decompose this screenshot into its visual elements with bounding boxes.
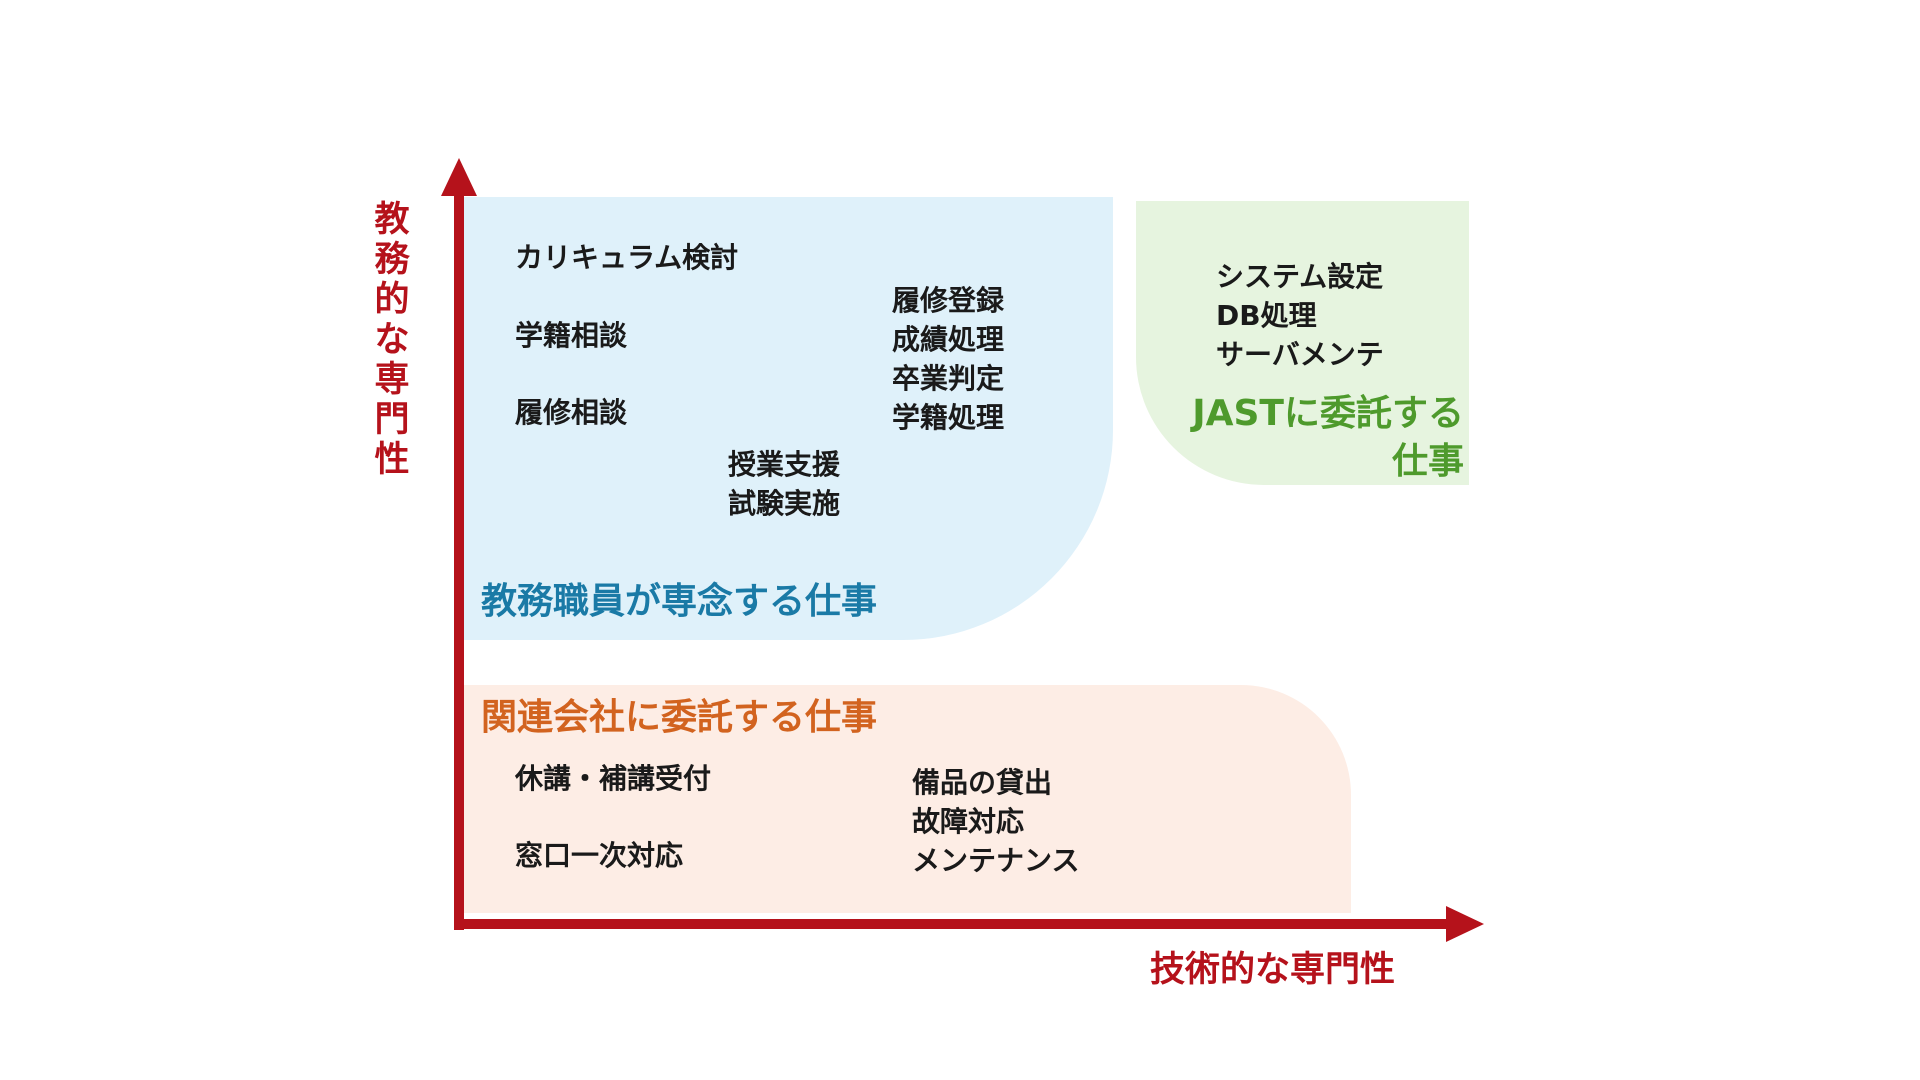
- y-axis-label: 教務的な専門性: [374, 200, 410, 480]
- item-group-system: システム設定 DB処理 サーバメンテ: [1216, 257, 1384, 374]
- y-axis-arrowhead: [441, 158, 477, 196]
- item-line: 授業支援: [728, 448, 841, 481]
- region-jast: [1136, 201, 1469, 485]
- item-line: 故障対応: [912, 805, 1025, 838]
- item-group-equipment: 備品の貸出 故障対応 メンテナンス: [912, 763, 1079, 880]
- item-line: 成績処理: [892, 323, 1005, 356]
- item-line: システム設定: [1216, 260, 1384, 293]
- item-line: メンテナンス: [912, 844, 1080, 877]
- item-line: 履修登録: [892, 284, 1005, 317]
- region-label-jast: JASTに委託する 仕事: [1140, 390, 1464, 486]
- item-line: 試験実施: [728, 487, 841, 520]
- item-line: 備品の貸出: [912, 766, 1053, 799]
- region-academic-staff: [463, 197, 1113, 640]
- item-curriculum: カリキュラム検討: [515, 241, 739, 274]
- region-label-academic-staff: 教務職員が専念する仕事: [481, 581, 878, 622]
- item-line: 学籍処理: [892, 401, 1005, 434]
- region-label-line: JASTに委託する: [1192, 393, 1464, 434]
- item-gakuseki-consult: 学籍相談: [515, 319, 628, 352]
- item-line: 卒業判定: [892, 362, 1005, 395]
- region-affiliate: [463, 685, 1351, 913]
- item-line: サーバメンテ: [1216, 338, 1384, 371]
- item-group-registration: 履修登録 成績処理 卒業判定 学籍処理: [892, 281, 1004, 437]
- item-kyuko: 休講・補講受付: [515, 762, 712, 795]
- item-line: DB処理: [1216, 299, 1317, 332]
- x-axis-arrowhead: [1446, 906, 1484, 942]
- item-group-class-support: 授業支援 試験実施: [728, 445, 840, 523]
- item-rishu-consult: 履修相談: [515, 396, 628, 429]
- item-madoguchi: 窓口一次対応: [515, 839, 684, 872]
- region-label-affiliate: 関連会社に委託する仕事: [481, 697, 878, 738]
- region-label-line: 仕事: [1391, 441, 1464, 482]
- x-axis-label: 技術的な専門性: [1150, 950, 1396, 990]
